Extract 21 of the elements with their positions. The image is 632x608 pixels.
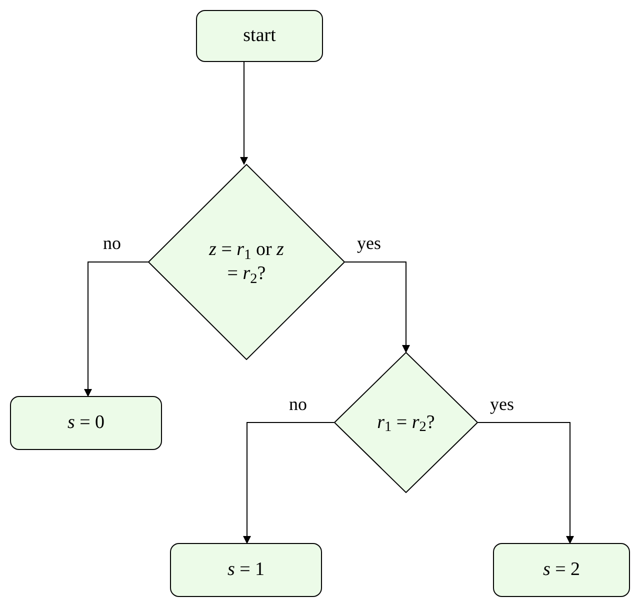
node-text: start [243,24,276,48]
node-text: s = 2 [542,558,580,582]
process-box [196,10,323,62]
process-box [493,543,630,597]
arrow [478,422,574,544]
edge-label: no [103,234,121,252]
node-text: z = r$_{1}$ or z = r$_{2}$? [208,238,285,286]
arrow [84,262,148,397]
arrow [344,262,410,353]
decision-diamond [334,352,478,493]
arrow [243,422,334,544]
node-text: s = 1 [227,558,265,582]
process-box [170,543,322,597]
edge-label: yes [357,234,381,252]
decision-diamond [148,164,345,360]
edge-label: yes [490,394,514,412]
node-text: s = 0 [67,411,105,435]
node-text: r$_{1}$ = r$_{2}$? [377,410,435,434]
arrow [240,62,248,165]
process-box [10,396,162,450]
edge-label: no [289,394,307,412]
